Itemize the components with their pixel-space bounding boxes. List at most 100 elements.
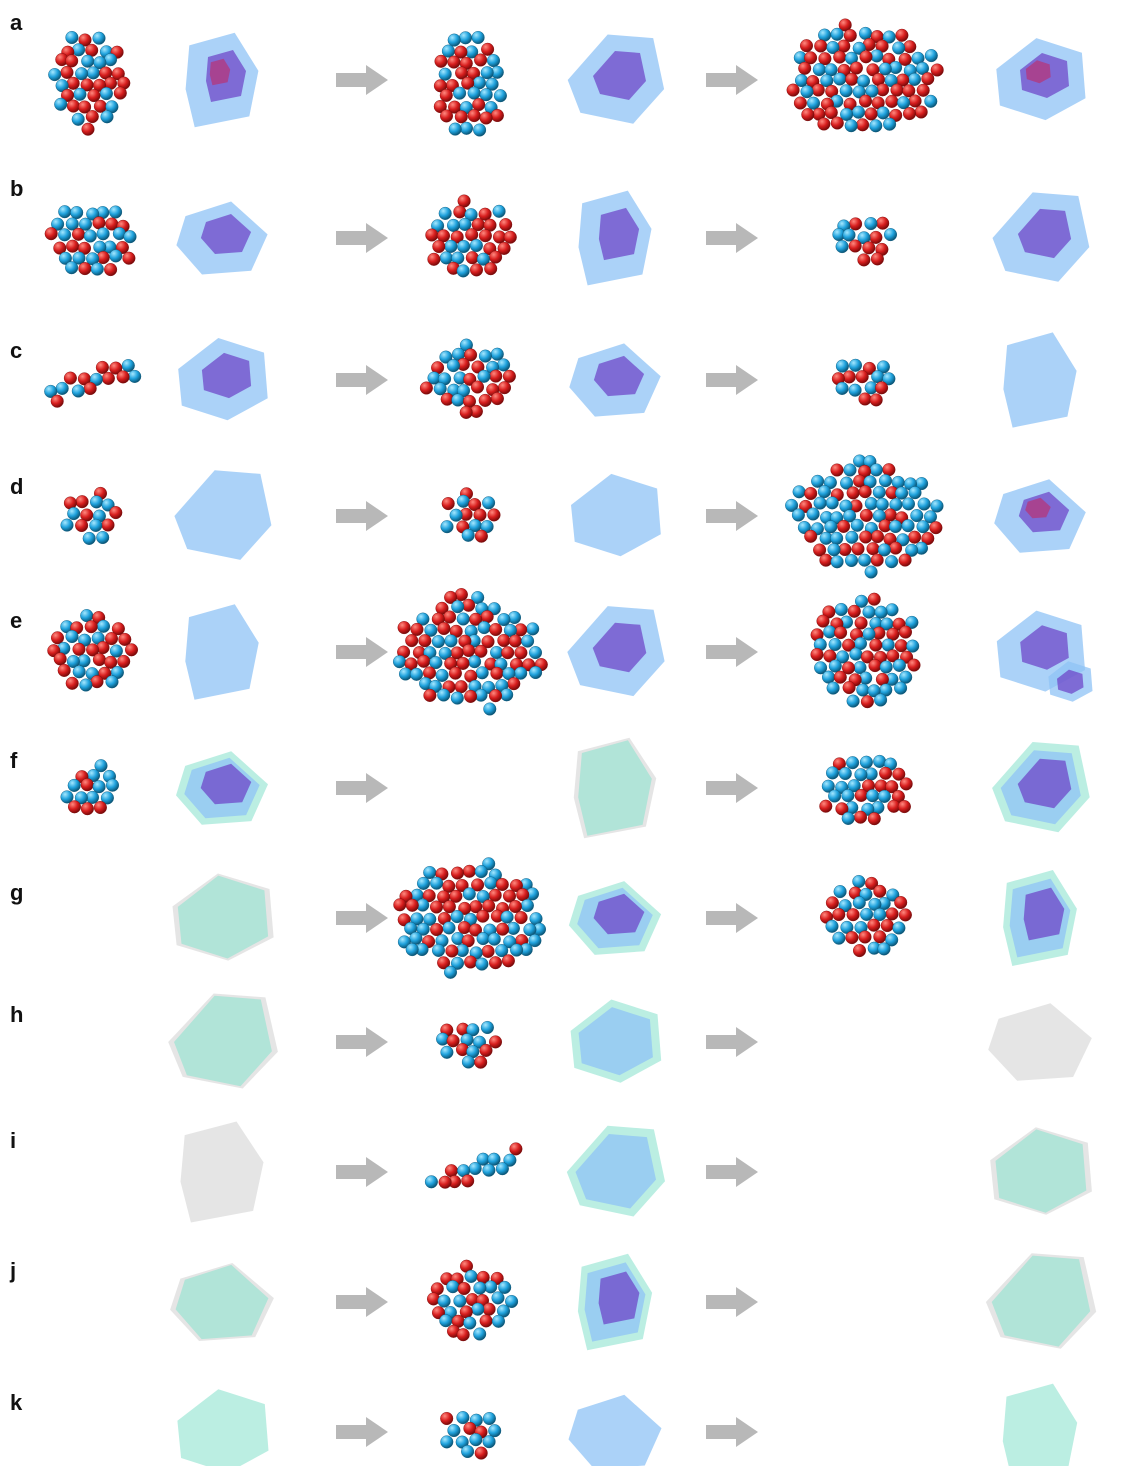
blue-atom: [437, 1294, 451, 1308]
blue-atom: [845, 554, 859, 568]
blue-atom: [884, 228, 898, 242]
blue-atom: [833, 885, 847, 899]
red-atom: [853, 944, 867, 958]
red-atom: [894, 639, 908, 653]
purple-hull: [201, 352, 252, 399]
blue-atom: [905, 543, 919, 557]
red-atom: [848, 239, 862, 253]
blue-atom: [469, 238, 483, 252]
blue-atom: [60, 518, 74, 532]
blue-atom: [58, 251, 72, 265]
blue-atom: [464, 1269, 478, 1283]
red-atom: [465, 228, 479, 242]
blue-atom: [473, 1281, 487, 1295]
transition-arrow: [706, 1287, 758, 1317]
blue-atom: [58, 205, 72, 219]
panel-c-1: [44, 338, 268, 421]
blue-atom: [66, 655, 80, 669]
blue-atom: [827, 543, 841, 557]
blue-atom: [416, 922, 430, 936]
red-atom: [495, 878, 509, 892]
blue-atom: [510, 943, 524, 957]
red-atom: [454, 110, 468, 124]
red-atom: [81, 122, 95, 136]
panel-e-1: [47, 604, 259, 700]
blue-atom: [866, 789, 880, 803]
red-atom: [66, 76, 80, 90]
panel-f-1: [60, 751, 268, 825]
blue-atom: [877, 789, 891, 803]
blue-atom: [467, 86, 481, 100]
blue-atom: [865, 84, 879, 98]
red-atom: [464, 348, 478, 362]
blue-atom: [817, 485, 831, 499]
red-atom: [804, 487, 818, 501]
red-atom: [489, 1035, 503, 1049]
blue-atom: [869, 119, 883, 133]
red-atom: [830, 463, 844, 477]
red-atom: [464, 955, 478, 969]
red-atom: [427, 252, 441, 266]
blue-atom: [497, 613, 511, 627]
blue-atom: [503, 1153, 517, 1167]
transition-arrow: [706, 1417, 758, 1447]
blue-atom: [478, 349, 492, 363]
red-atom: [921, 532, 935, 546]
blue-atom: [447, 33, 461, 47]
purple-hull: [598, 207, 640, 261]
panel-h-3: [988, 1003, 1092, 1081]
red-atom: [72, 642, 86, 656]
blue-atom: [839, 84, 853, 98]
blue-atom: [493, 89, 507, 103]
blue-atom: [897, 96, 911, 110]
red-atom: [489, 956, 503, 970]
blue-atom: [450, 910, 464, 924]
red-atom: [846, 486, 860, 500]
blue-atom: [65, 630, 79, 644]
blue-atom: [807, 96, 821, 110]
blue-atom: [488, 1424, 502, 1438]
blue-atom: [447, 1423, 461, 1437]
row-k: k: [10, 1383, 1078, 1466]
blue-atom: [444, 239, 458, 253]
red-atom: [856, 118, 870, 132]
blue-atom: [456, 1411, 470, 1425]
red-atom: [474, 644, 488, 658]
red-atom: [458, 901, 472, 915]
blue-atom: [65, 261, 79, 275]
blue-atom: [842, 228, 856, 242]
red-atom: [811, 83, 825, 97]
panel-j-2: [427, 1253, 653, 1351]
red-atom: [479, 1314, 493, 1328]
red-atom: [462, 644, 476, 658]
blue-atom: [836, 650, 850, 664]
red-atom: [78, 33, 92, 47]
blue-atom: [85, 790, 99, 804]
blue-atom: [785, 498, 799, 512]
blue-atom: [500, 688, 514, 702]
blue-atom: [528, 934, 542, 948]
blue-atom: [444, 965, 458, 979]
panel-i-1: [180, 1121, 264, 1223]
blue-atom: [824, 520, 838, 534]
red-atom: [498, 381, 512, 395]
red-atom: [866, 63, 880, 77]
red-atom: [432, 239, 446, 253]
blue-atom: [800, 85, 814, 99]
blue-atom: [852, 85, 866, 99]
blue-atom: [882, 372, 896, 386]
blue-atom: [438, 646, 452, 660]
purple-hull: [593, 893, 645, 935]
blue-atom: [924, 510, 938, 524]
panel-h-1: [168, 993, 278, 1089]
red-atom: [75, 519, 89, 533]
red-atom: [65, 676, 79, 690]
blue-atom: [397, 935, 411, 949]
blue-atom: [417, 876, 431, 890]
panel-d-1: [60, 470, 272, 560]
blue-atom: [841, 789, 855, 803]
red-atom: [65, 54, 79, 68]
transition-arrow: [706, 223, 758, 253]
transition-arrow: [706, 1157, 758, 1187]
transition-arrow: [336, 501, 388, 531]
